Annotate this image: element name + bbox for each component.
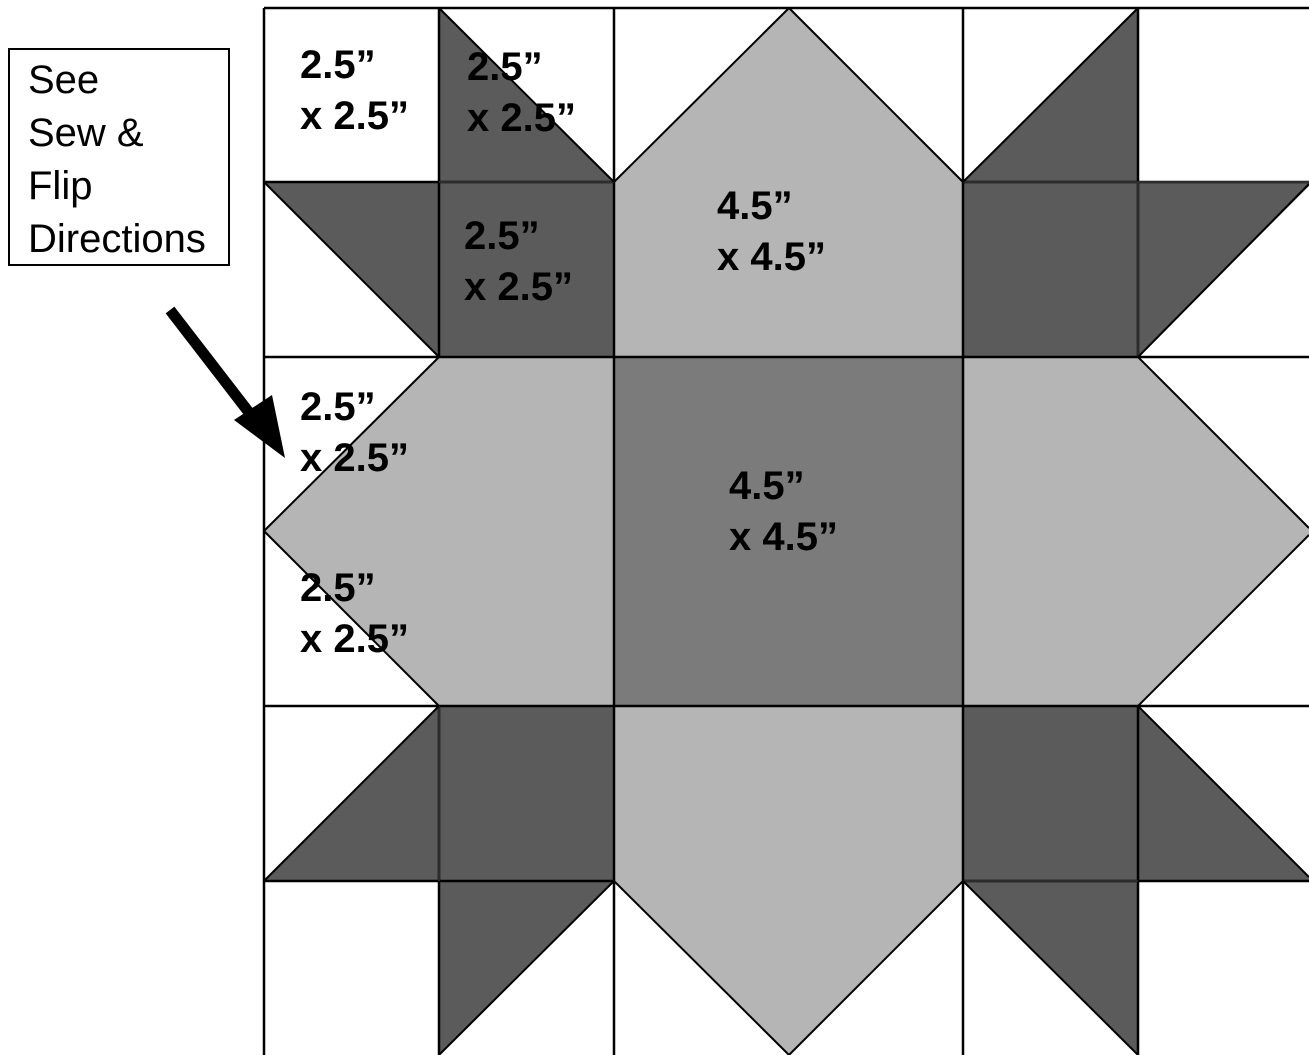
arrow-icon bbox=[165, 306, 285, 458]
dark-square-top-left bbox=[439, 182, 614, 357]
label-line-1: 4.5” bbox=[717, 184, 793, 228]
label-line-2: x 4.5” bbox=[717, 235, 826, 279]
diagonal-lines bbox=[263, 7, 1309, 1055]
label-line-1: 2.5” bbox=[300, 566, 376, 610]
label-line-2: x 2.5” bbox=[300, 94, 409, 138]
note-line-3: Flip bbox=[28, 164, 93, 208]
label-line-2: x 4.5” bbox=[729, 515, 838, 559]
right-star-point bbox=[963, 357, 1309, 706]
label-line-1: 2.5” bbox=[300, 385, 376, 429]
dark-square-top-right bbox=[963, 182, 1138, 357]
note-line-2: Sew & bbox=[28, 111, 144, 155]
label-top-flying-geese-2: 2.5” x 2.5” bbox=[464, 211, 573, 313]
note-line-1: See bbox=[28, 58, 100, 102]
note-line-4: Directions bbox=[28, 217, 206, 261]
label-line-1: 4.5” bbox=[729, 464, 805, 508]
label-line-2: x 2.5” bbox=[467, 96, 576, 140]
label-line-2: x 2.5” bbox=[300, 436, 409, 480]
label-line-1: 2.5” bbox=[300, 43, 376, 87]
label-top-center: 4.5” x 4.5” bbox=[717, 181, 826, 283]
dark-square-bottom-right bbox=[963, 706, 1138, 881]
label-line-1: 2.5” bbox=[467, 45, 543, 89]
label-left-flip-2: 2.5” x 2.5” bbox=[300, 563, 409, 665]
label-corner-square: 2.5” x 2.5” bbox=[300, 40, 409, 142]
label-line-2: x 2.5” bbox=[300, 617, 409, 661]
label-center-square: 4.5” x 4.5” bbox=[729, 461, 838, 563]
seam-lines bbox=[438, 181, 1309, 882]
label-top-flying-geese-1: 2.5” x 2.5” bbox=[467, 42, 576, 144]
label-left-flip-1: 2.5” x 2.5” bbox=[300, 382, 409, 484]
center-square bbox=[614, 357, 963, 706]
sew-flip-note: See Sew & Flip Directions bbox=[8, 48, 230, 266]
label-line-2: x 2.5” bbox=[464, 265, 573, 309]
label-line-1: 2.5” bbox=[464, 214, 540, 258]
dark-square-bottom-left bbox=[439, 706, 614, 881]
